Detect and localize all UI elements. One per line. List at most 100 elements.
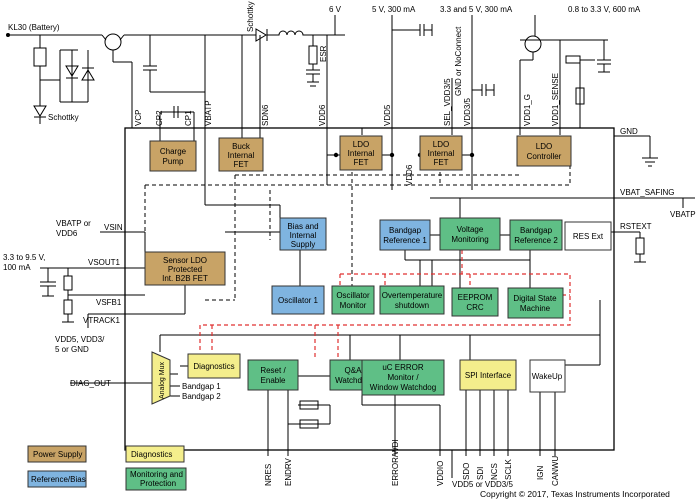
- pin-vbatp: VBATP: [204, 100, 213, 126]
- block-oscillator-monitor-line2: Monitor: [340, 301, 367, 310]
- block-wakeup: WakeUp: [529, 359, 566, 393]
- block-wakeup-line1: WakeUp: [532, 372, 563, 381]
- label-range-2: 100 mA: [3, 263, 31, 272]
- pin-vsfb1: VSFB1: [96, 298, 122, 307]
- label-bandgap1: Bandgap 1: [182, 382, 221, 391]
- block-qa-watchdog-line1: Q&A: [345, 366, 363, 375]
- block-reset-enable-line2: Enable: [261, 376, 286, 385]
- pin-ign: IGN: [536, 466, 545, 480]
- label-08-33v: 0.8 to 3.3 V, 600 mA: [568, 5, 641, 14]
- pin-vdd35: VDD3/5: [463, 97, 472, 126]
- pin-sclk: SCLK: [504, 458, 513, 480]
- block-digital-sm-line2: Machine: [520, 304, 551, 313]
- pin-ncs: NCS: [490, 463, 499, 480]
- block-eeprom-crc: EEPROM CRC: [451, 287, 499, 317]
- block-buck-fet-line3: FET: [233, 160, 248, 169]
- pin-diag-out: DIAG_OUT: [70, 379, 111, 388]
- legend-diagnostics: Diagnostics: [131, 450, 172, 459]
- block-bandgap-ref2-line1: Bandgap: [520, 226, 553, 235]
- block-ldo-fet-2-line1: LDO: [433, 140, 449, 149]
- pin-vcp: VCP: [134, 110, 143, 126]
- label-bandgap2: Bandgap 2: [182, 392, 221, 401]
- block-sensor-ldo-line3: Int. B2B FET: [162, 274, 208, 283]
- pin-sdn6: SDN6: [261, 104, 270, 126]
- label-vtrack-src-1: VDD5, VDD3/: [55, 335, 105, 344]
- block-voltage-monitoring: Voltage Monitoring: [439, 217, 501, 251]
- block-uc-error-line2: Monitor /: [387, 373, 419, 382]
- block-spi-interface-line1: SPI Interface: [465, 371, 512, 380]
- label-kl30: KL30 (Battery): [8, 23, 60, 32]
- label-6v: 6 V: [329, 5, 342, 14]
- block-uc-error-line3: Window Watchdog: [370, 383, 436, 392]
- block-bias-supply-line3: Supply: [291, 240, 315, 249]
- block-ldo-fet-1: LDO Internal FET: [339, 135, 383, 171]
- block-qa-watchdog-line2: Watchdog: [335, 376, 371, 385]
- block-analog-mux-label: Analog Mux: [159, 362, 166, 399]
- legend-power: Power Supply: [33, 450, 82, 459]
- external-input-circuit: [6, 15, 611, 128]
- block-overtemp: Overtemperature shutdown: [379, 285, 445, 315]
- legend-swatch-reference: [27, 470, 87, 488]
- block-ldo-fet-1-line2: Internal: [348, 149, 375, 158]
- block-bias-supply-line1: Bias and: [287, 222, 318, 231]
- label-esr: ESR: [319, 45, 328, 62]
- block-uc-error: uC ERROR Monitor / Window Watchdog: [361, 359, 445, 396]
- pin-sdo: SDO: [462, 463, 471, 480]
- block-analog-mux: Analog Mux: [151, 351, 171, 405]
- block-overtemp-line2: shutdown: [395, 301, 429, 310]
- pin-sel-vdd35: SEL_VDD3/5: [443, 78, 452, 126]
- pin-vtrack1: VTRACK1: [83, 316, 120, 325]
- block-bandgap-ref1-line2: Reference 1: [383, 236, 427, 245]
- pin-endrv: ENDRV: [284, 457, 293, 486]
- label-bottom-src: VDD5 or VDD3/5: [452, 480, 513, 489]
- pin-canwu: CANWU: [551, 456, 560, 486]
- pin-sdi: SDI: [476, 467, 485, 480]
- block-charge-pump-line2: Pump: [163, 157, 184, 166]
- legend-monitoring-1: Monitoring and: [130, 470, 183, 479]
- block-overtemp-line1: Overtemperature: [382, 291, 443, 300]
- pin-gnd: GND: [620, 127, 638, 136]
- pin-vdd5: VDD5: [383, 104, 392, 126]
- chip-outline: [124, 127, 615, 451]
- block-voltage-monitoring-line2: Monitoring: [451, 235, 488, 244]
- label-vtrack-src-2: 5 or GND: [55, 345, 89, 354]
- block-res-ext: RES Ext: [564, 221, 612, 251]
- pin-vdd1-g: VDD1_G: [523, 94, 532, 126]
- block-ldo-fet-2-line2: Internal: [428, 149, 455, 158]
- legend-reference: Reference/Bias: [31, 475, 86, 484]
- block-bandgap-ref2-line2: Reference 2: [514, 236, 558, 245]
- block-oscillator1: Oscillator 1: [271, 285, 325, 315]
- block-sensor-ldo-line2: Protected: [168, 265, 202, 274]
- block-ldo-controller: LDO Controller: [516, 135, 572, 167]
- block-sensor-ldo-line1: Sensor LDO: [163, 256, 207, 265]
- legend-swatch-diagnostics: [125, 445, 185, 463]
- block-oscillator-monitor: Oscillator Monitor: [331, 285, 375, 315]
- block-oscillator-monitor-line1: Oscillator: [336, 291, 370, 300]
- pin-vdd1-sense: VDD1_SENSE: [551, 73, 560, 126]
- legend-swatch-power: [27, 445, 87, 463]
- label-schottky-left: Schottky: [48, 113, 79, 122]
- block-ldo-fet-2: LDO Internal FET: [419, 135, 463, 171]
- block-bandgap-ref1: Bandgap Reference 1: [379, 219, 431, 251]
- block-bandgap-ref1-line1: Bandgap: [389, 226, 422, 235]
- pin-vbatp-right: VBATP: [670, 210, 696, 219]
- block-ldo-fet-1-line3: FET: [353, 158, 368, 167]
- block-charge-pump: Charge Pump: [149, 140, 197, 172]
- block-ldo-fet-2-line3: FET: [433, 158, 448, 167]
- label-vbatp-or-2: VDD6: [56, 229, 78, 238]
- dashed-control-lines: [144, 165, 571, 301]
- legend: Power Supply Diagnostics Reference/Bias …: [27, 445, 187, 491]
- block-digital-sm-line1: Digital State: [513, 294, 557, 303]
- pin-vbat-safing: VBAT_SAFING: [620, 188, 675, 197]
- label-gnd-nc: GND or NoConnect: [454, 26, 463, 96]
- block-res-ext-line1: RES Ext: [573, 232, 604, 241]
- label-5v: 5 V, 300 mA: [372, 5, 416, 14]
- block-reset-enable-line1: Reset /: [260, 366, 286, 375]
- pin-vsin: VSIN: [104, 223, 123, 232]
- label-vbatp-or-1: VBATP or: [56, 219, 91, 228]
- pin-cp1: CP1: [184, 110, 193, 126]
- block-uc-error-line1: uC ERROR: [382, 363, 424, 372]
- pin-rstext: RSTEXT: [620, 222, 652, 231]
- pin-vdd6: VDD6: [318, 104, 327, 126]
